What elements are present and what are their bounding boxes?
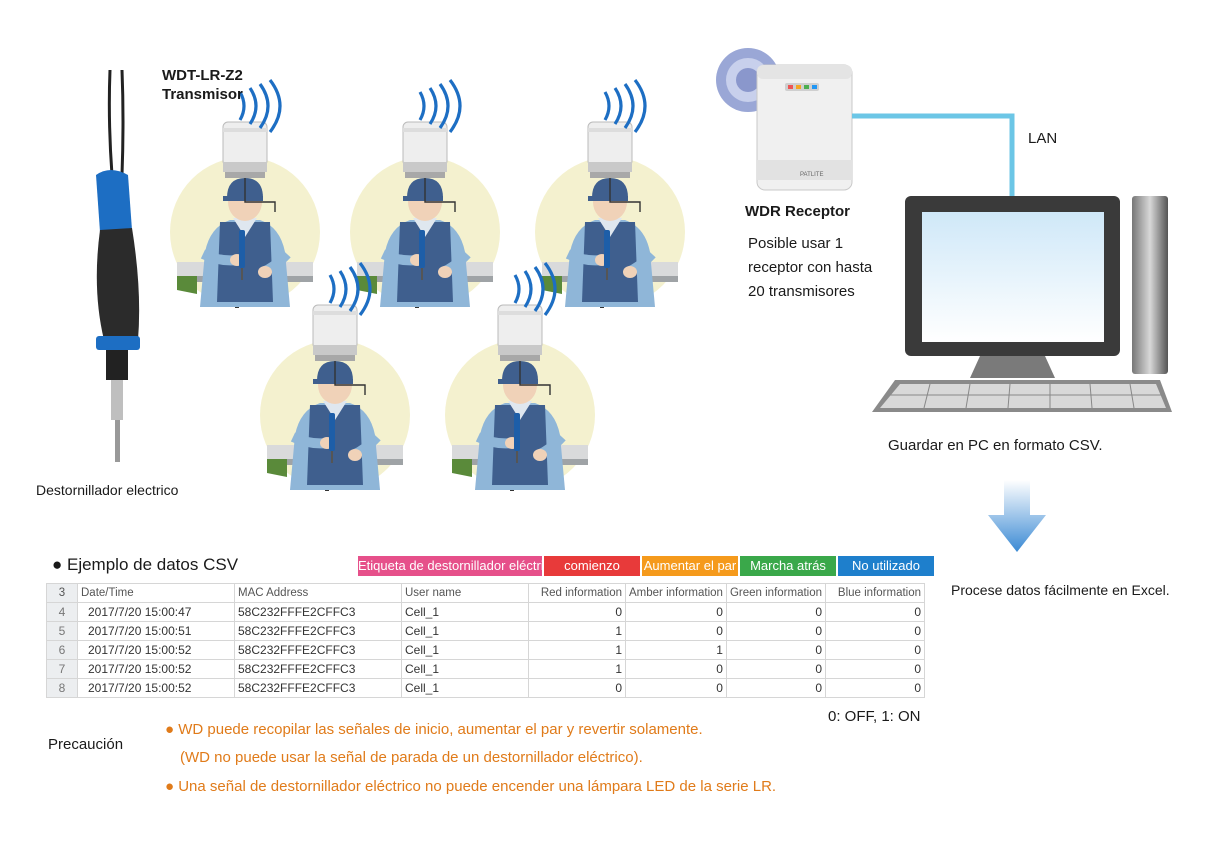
table-cell: 0 <box>625 602 727 622</box>
tag-reverse: Marcha atrás <box>740 556 836 576</box>
table-header-row: 3 Date/Time MAC Address User name Red in… <box>46 583 926 603</box>
csv-table: 3 Date/Time MAC Address User name Red in… <box>46 583 926 698</box>
worker-station-4 <box>260 304 410 491</box>
screwdriver-label: Destornillador electrico <box>36 482 179 498</box>
receiver-desc-line: Posible usar 1 <box>748 235 844 252</box>
header-cell: User name <box>401 583 529 603</box>
header-cell: Blue information <box>825 583 926 603</box>
excel-label: Procese datos fácilmente en Excel. <box>951 582 1170 598</box>
table-cell: 0 <box>625 621 727 641</box>
table-cell: Cell_1 <box>401 640 529 660</box>
table-row: 7 2017/7/20 15:00:52 58C232FFFE2CFFC3 Ce… <box>46 659 926 679</box>
table-cell: 58C232FFFE2CFFC3 <box>234 602 402 622</box>
table-cell: 0 <box>825 678 926 698</box>
table-cell: 0 <box>528 602 626 622</box>
table-cell: 2017/7/20 15:00:51 <box>77 621 235 641</box>
table-cell: 58C232FFFE2CFFC3 <box>234 621 402 641</box>
table-cell: 0 <box>625 678 727 698</box>
header-cell: MAC Address <box>234 583 402 603</box>
table-row: 5 2017/7/20 15:00:51 58C232FFFE2CFFC3 Ce… <box>46 621 926 641</box>
down-arrow-icon <box>988 480 1046 552</box>
table-cell: 0 <box>825 659 926 679</box>
transmitter-label: WDT-LR-Z2 Transmisor <box>162 66 243 104</box>
caution-title: Precaución <box>48 736 124 753</box>
transmitter-name: Transmisor <box>162 86 243 103</box>
table-cell: Cell_1 <box>401 621 529 641</box>
transmitter-model: WDT-LR-Z2 <box>162 67 243 84</box>
table-cell: 0 <box>825 602 926 622</box>
tag-text: No utilizado <box>852 558 920 573</box>
row-number: 8 <box>46 678 78 698</box>
table-cell: 1 <box>528 659 626 679</box>
lan-label: LAN <box>1028 130 1058 147</box>
off-on-legend: 0: OFF, 1: ON <box>828 708 921 725</box>
table-cell: 58C232FFFE2CFFC3 <box>234 678 402 698</box>
tag-text: comienzo <box>564 558 620 573</box>
table-cell: 1 <box>528 621 626 641</box>
table-cell: 0 <box>528 678 626 698</box>
table-cell: 2017/7/20 15:00:52 <box>77 659 235 679</box>
receiver-description: Posible usar 1 receptor con hasta 20 tra… <box>748 232 872 304</box>
worker-station-2 <box>350 121 500 308</box>
table-cell: 1 <box>625 640 727 660</box>
pc-icon <box>872 196 1172 412</box>
tag-text: Marcha atrás <box>750 558 826 573</box>
tag-not-used: No utilizado <box>838 556 934 576</box>
receiver-desc-line: receptor con hasta <box>748 259 873 276</box>
table-cell: 0 <box>725 602 827 622</box>
row-number: 6 <box>46 640 78 660</box>
table-cell: 0 <box>725 621 827 641</box>
table-cell: 1 <box>528 640 626 660</box>
table-row: 6 2017/7/20 15:00:52 58C232FFFE2CFFC3 Ce… <box>46 640 926 660</box>
row-number: 5 <box>46 621 78 641</box>
receiver-brand: PATLITE <box>800 172 823 178</box>
worker-station-5 <box>445 304 595 491</box>
row-number: 3 <box>46 583 78 603</box>
table-cell: 2017/7/20 15:00:47 <box>77 602 235 622</box>
table-cell: Cell_1 <box>401 602 529 622</box>
tag-start: comienzo <box>544 556 640 576</box>
table-cell: 2017/7/20 15:00:52 <box>77 678 235 698</box>
header-cell: Amber information <box>625 583 727 603</box>
tag-text: Aumentar el par <box>643 558 737 573</box>
table-cell: 0 <box>825 621 926 641</box>
table-cell: 58C232FFFE2CFFC3 <box>234 640 402 660</box>
tag-increase-torque: Aumentar el par <box>642 556 738 576</box>
receiver-desc-line: 20 transmisores <box>748 283 855 300</box>
tag-text: Etiqueta de destornillador eléctrico <box>358 558 542 573</box>
row-number: 7 <box>46 659 78 679</box>
table-cell: 2017/7/20 15:00:52 <box>77 640 235 660</box>
table-cell: 0 <box>725 640 827 660</box>
tag-screwdriver-label: Etiqueta de destornillador eléctrico <box>358 556 542 576</box>
receiver-device-icon <box>716 48 853 191</box>
table-row: 4 2017/7/20 15:00:47 58C232FFFE2CFFC3 Ce… <box>46 602 926 622</box>
table-cell: Cell_1 <box>401 659 529 679</box>
header-cell: Date/Time <box>77 583 235 603</box>
lan-cable <box>852 113 1015 200</box>
receiver-title: WDR Receptor <box>745 203 851 220</box>
caution-line-2: (WD no puede usar la señal de parada de … <box>180 749 643 766</box>
table-cell: 0 <box>625 659 727 679</box>
table-cell: Cell_1 <box>401 678 529 698</box>
csv-example-title: ● Ejemplo de datos CSV <box>52 555 239 574</box>
table-row: 8 2017/7/20 15:00:52 58C232FFFE2CFFC3 Ce… <box>46 678 926 698</box>
row-number: 4 <box>46 602 78 622</box>
table-cell: 58C232FFFE2CFFC3 <box>234 659 402 679</box>
caution-line-3: ● Una señal de destornillador eléctrico … <box>165 778 777 795</box>
electric-screwdriver-icon <box>96 69 140 462</box>
header-cell: Red information <box>528 583 626 603</box>
worker-station-1 <box>170 121 320 308</box>
table-cell: 0 <box>725 678 827 698</box>
save-pc-label: Guardar en PC en formato CSV. <box>888 437 1103 454</box>
table-cell: 0 <box>825 640 926 660</box>
header-cell: Green information <box>725 583 827 603</box>
worker-station-3 <box>535 121 685 308</box>
table-cell: 0 <box>725 659 827 679</box>
caution-line-1: ● WD puede recopilar las señales de inic… <box>165 721 703 738</box>
